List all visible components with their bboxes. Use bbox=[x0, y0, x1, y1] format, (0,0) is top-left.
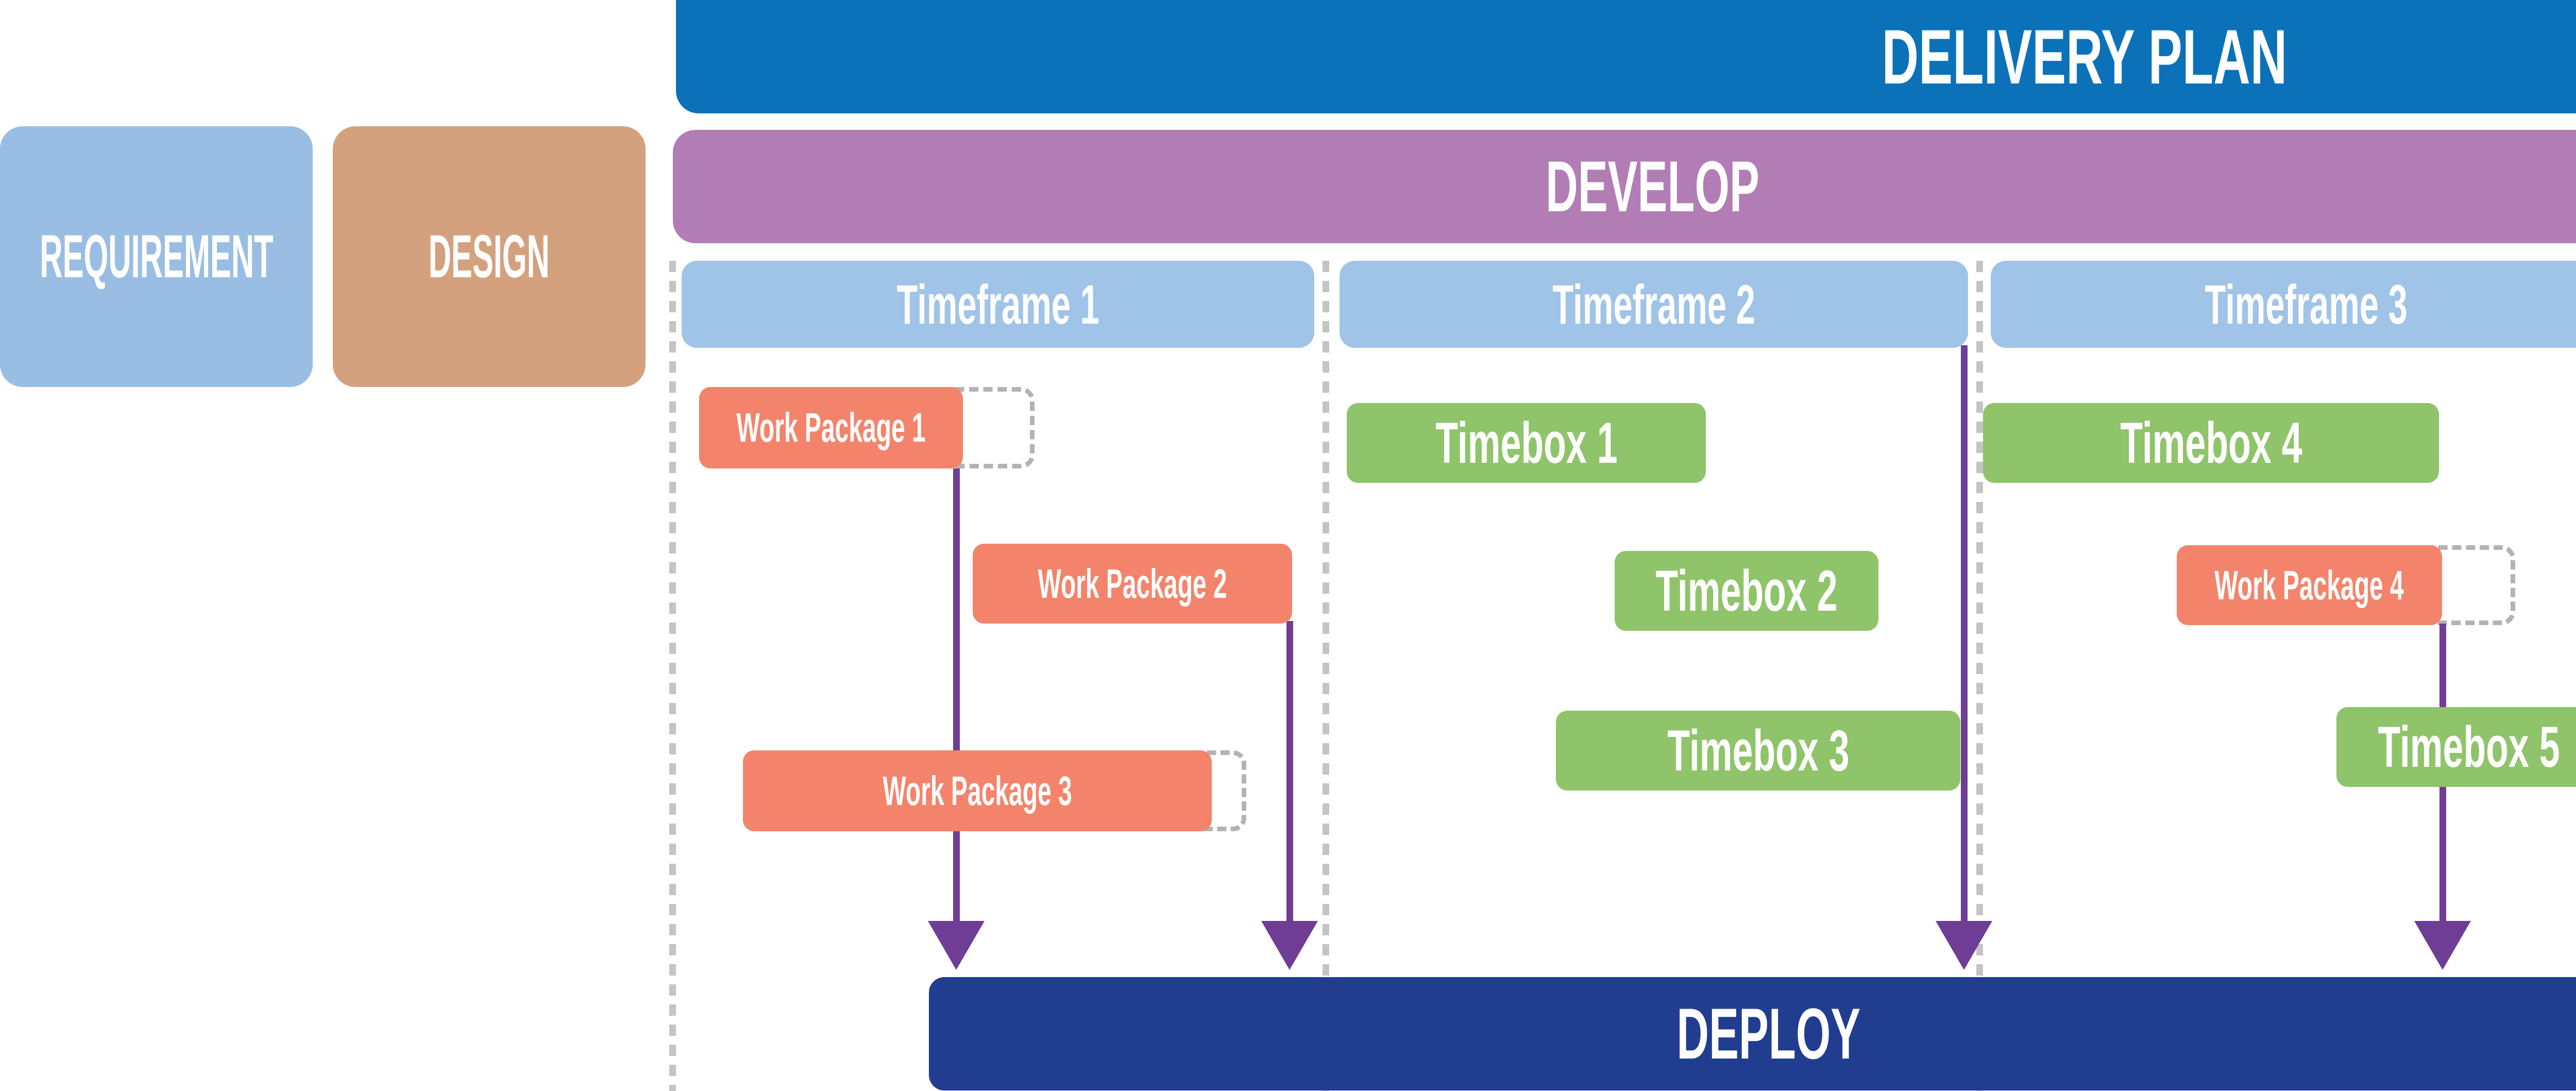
timebox-5: Timebox 5 bbox=[2336, 707, 2576, 787]
delivery-plan-header: DELIVERY PLAN bbox=[676, 0, 2576, 113]
timeframe-label: Timeframe 2 bbox=[1552, 273, 1755, 335]
develop-phase: DEVELOP bbox=[673, 130, 2576, 243]
timebox-label: Timebox 5 bbox=[2377, 715, 2560, 779]
timeframe-label: Timeframe 3 bbox=[2205, 273, 2408, 335]
timeframe-separator bbox=[669, 261, 676, 1091]
timeframe-2: Timeframe 2 bbox=[1340, 261, 1968, 348]
timeframe-separator bbox=[1976, 261, 1983, 1091]
work-package-1: Work Package 1 bbox=[699, 387, 963, 468]
arrow-head-tf2 bbox=[1936, 921, 1992, 970]
timeframe-1: Timeframe 1 bbox=[682, 261, 1314, 348]
timebox-2: Timebox 2 bbox=[1615, 551, 1878, 631]
timebox-1: Timebox 1 bbox=[1347, 403, 1706, 483]
deploy-phase: DEPLOY bbox=[929, 977, 2576, 1090]
arrow-head-wp1 bbox=[928, 921, 985, 970]
work-package-2: Work Package 2 bbox=[973, 544, 1292, 624]
arrow-line-wp2 bbox=[1286, 621, 1293, 925]
requirement-label: REQUIREMENT bbox=[39, 223, 274, 291]
work-package-label: Work Package 2 bbox=[1038, 560, 1227, 607]
work-package-3: Work Package 3 bbox=[743, 750, 1212, 831]
timebox-4: Timebox 4 bbox=[1983, 403, 2439, 483]
work-package-4: Work Package 4 bbox=[2177, 545, 2442, 625]
timebox-label: Timebox 4 bbox=[2120, 411, 2302, 475]
arrow-head-wp2 bbox=[1261, 921, 1318, 970]
timebox-label: Timebox 3 bbox=[1667, 718, 1850, 783]
work-package-label: Work Package 3 bbox=[883, 767, 1072, 814]
develop-label: DEVELOP bbox=[1546, 146, 1760, 227]
work-package-label: Work Package 1 bbox=[736, 405, 926, 450]
arrow-line-wp1 bbox=[953, 468, 960, 925]
requirement-phase: REQUIREMENT bbox=[0, 126, 313, 387]
arrow-head-wp4 bbox=[2414, 921, 2471, 970]
design-phase: DESIGN bbox=[333, 126, 646, 387]
deploy-label: DEPLOY bbox=[1676, 993, 1860, 1074]
timebox-label: Timebox 2 bbox=[1655, 559, 1838, 623]
delivery-plan-title: DELIVERY PLAN bbox=[1882, 13, 2287, 100]
timeframe-3: Timeframe 3 bbox=[1991, 261, 2576, 348]
design-label: DESIGN bbox=[428, 223, 550, 291]
timeframe-label: Timeframe 1 bbox=[896, 273, 1099, 335]
timeframe-separator bbox=[1323, 261, 1329, 1091]
timebox-label: Timebox 1 bbox=[1435, 411, 1618, 475]
arrow-line-tf2 bbox=[1961, 345, 1968, 925]
work-package-label: Work Package 4 bbox=[2214, 562, 2404, 608]
timebox-3: Timebox 3 bbox=[1556, 711, 1960, 791]
